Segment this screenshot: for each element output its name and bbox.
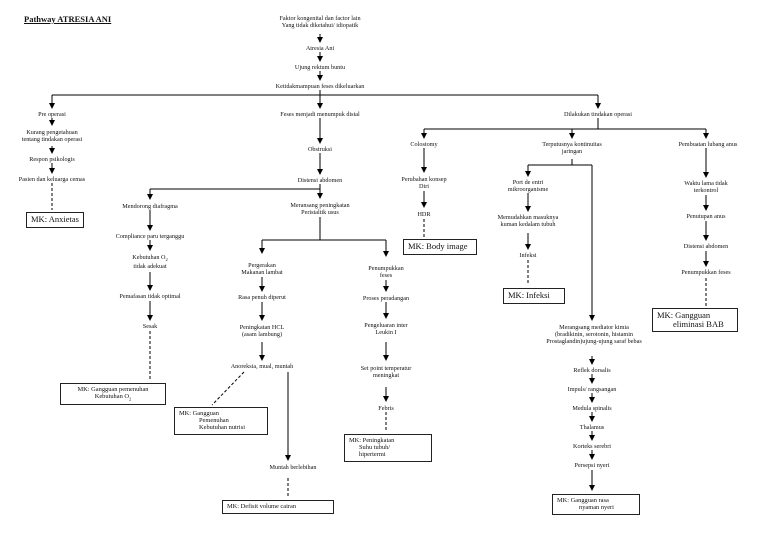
- mk-cairan-box: MK: Defisit volume cairan: [222, 500, 334, 514]
- proses-peradangan-node: Proses peradangan: [362, 295, 410, 302]
- persepsi-nyeri-node: Persepsi nyeri: [574, 462, 610, 469]
- perubahan-konsep-node: Perubahan konsep Diri: [401, 176, 447, 190]
- penutupan-anus-node: Penutupan anus: [686, 213, 726, 220]
- penumpukan-feses-right-node: Penumpukkan feses: [681, 269, 731, 276]
- port-de-entri-node: Port de entri mikroorganisme: [507, 179, 549, 193]
- medula-spinalis-node: Medula spinalis: [572, 405, 612, 412]
- atresia-node: Atresia Ani: [305, 45, 335, 52]
- colostomy-node: Colostomy: [410, 141, 438, 148]
- mk-body-image-box: MK: Body image: [403, 239, 477, 255]
- dilakukan-operasi-node: Dilakukan tindakan operasi: [563, 111, 633, 118]
- muntah-berlebihan-node: Muntah berlebihan: [269, 464, 317, 471]
- thalamus-node: Thalamus: [579, 424, 605, 431]
- infeksi-node: Infeksi: [519, 252, 537, 259]
- memudahkan-kuman-node: Memudahkan masuknya kuman kedalam tubuh: [497, 214, 559, 228]
- peningkatan-hcl-node: Peningkatan HCL (asam lambung): [239, 324, 285, 338]
- ujung-node: Ujung rektum buntu: [294, 64, 346, 71]
- distensi-abdomen-right-node: Distensi abdomen: [683, 243, 729, 250]
- mendorong-diafragma-node: Mendorong diafragma: [122, 203, 178, 210]
- pasien-cemas-node: Pasien dan keluarga cemas: [18, 176, 86, 183]
- mk-nutrisi-box: MK: Gangguan Pemenuhan Kebutuhan nutrisi: [174, 407, 268, 435]
- korteks-serebri-node: Korteks serebri: [573, 443, 611, 450]
- mk-infeksi-box: MK: Infeksi: [503, 288, 565, 304]
- mk-o2-box: MK: Gangguan pemenuhan Kebutuhan O2: [60, 383, 166, 405]
- sesak-node: Sesak: [142, 323, 158, 330]
- rasa-penuh-node: Rasa penuh diperut: [238, 294, 286, 301]
- faktor-node: Faktor kongenital dan factor lain Yang t…: [279, 15, 361, 29]
- waktu-lama-node: Waktu lama tidak terkontrol: [684, 180, 728, 194]
- mk-anxietas-box: MK: Anxietas: [26, 212, 84, 228]
- mk-suhu-box: MK: Peningkatan Suhu tubuh/ hipertermi: [344, 434, 432, 462]
- pathway-title: Pathway ATRESIA ANI: [24, 14, 112, 24]
- kebutuhan-o2-node: Kebutuhan O2 tidak adekuat: [132, 254, 168, 271]
- setpoint-node: Set point temperatur meningkat: [360, 365, 412, 379]
- ketidakmampuan-node: Ketidakmampuan feses dikeluarkan: [275, 83, 365, 90]
- meransang-peristaltik-node: Meransang peningkatan Peristaltik usus: [290, 202, 350, 216]
- compliance-paru-node: Compliance paru terganggu: [115, 233, 185, 240]
- penumpukan-feses-node: Penumpukkan feses: [368, 265, 404, 279]
- respon-psikologis-node: Respon psikologis: [29, 156, 75, 163]
- reflek-dorsalis-node: Reflek dorsalis: [573, 367, 611, 374]
- pemafasan-node: Pemafasan tidak optimal: [119, 293, 181, 300]
- terputus-jaringan-node: Terputusnya kontinuitas jaringan: [542, 141, 602, 155]
- distensi-abdomen-node: Distensi abdomen: [297, 177, 343, 184]
- mk-bab-box: MK: Gangguan eliminasi BAB: [652, 308, 738, 332]
- hdr-node: HDR: [417, 211, 431, 218]
- pergerakan-makanan-node: Pergerakan Makanan lambat: [241, 262, 283, 276]
- febris-node: Febris: [378, 405, 394, 412]
- pre-operasi-node: Pre operasi: [38, 111, 66, 118]
- feses-menumpuk-node: Feses menjadi menumpuk distal: [280, 111, 360, 118]
- merangsang-mediator-node: Merangsang mediator kimia (bradikinin, s…: [546, 324, 642, 345]
- pembuatan-lubang-node: Pembuatan lubang anus: [678, 141, 738, 148]
- obstruksi-node: Obstruksi: [307, 146, 333, 153]
- kurang-pengetahuan-node: Kurang pengetahuan tentang tindakan oper…: [21, 129, 83, 143]
- anoreksia-node: Anoreksia, mual, muntah: [230, 363, 294, 370]
- pengeluaran-leukin-node: Pengeluaran inter Leukin I: [364, 322, 408, 336]
- mk-nyeri-box: MK: Gangguan rasa nyaman nyeri: [552, 494, 640, 515]
- impuls-node: Impuls/ rangsangan: [567, 386, 617, 393]
